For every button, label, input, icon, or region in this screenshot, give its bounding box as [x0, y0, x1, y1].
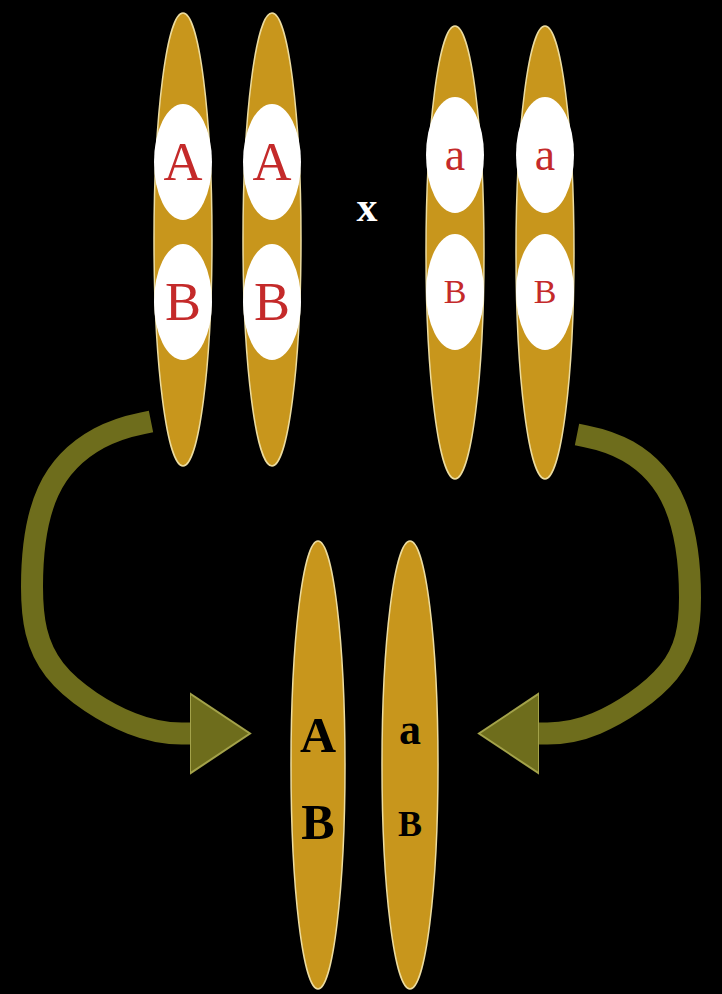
- chromosome-body: [291, 541, 345, 989]
- chromosome-shape: [425, 25, 485, 480]
- gene-locus: [154, 244, 212, 360]
- chromosome-body: [516, 26, 574, 479]
- chromosome: aB: [425, 25, 485, 480]
- chromosome-shape: [515, 25, 575, 480]
- chromosome-shape: [153, 12, 213, 467]
- chromosome-body: [426, 26, 484, 479]
- allele-letter: A: [290, 710, 346, 760]
- chromosome: AB: [290, 540, 346, 990]
- allele-letter: A: [242, 135, 302, 189]
- allele-letter: B: [242, 275, 302, 329]
- chromosome: AB: [153, 12, 213, 467]
- allele-letter: a: [515, 132, 575, 178]
- chromosome-shape: [290, 540, 346, 990]
- allele-letter: B: [381, 806, 439, 842]
- gene-locus: [243, 104, 301, 220]
- chromosome-shape: [381, 540, 439, 990]
- allele-letter: B: [153, 275, 213, 329]
- gene-locus: [516, 97, 574, 213]
- allele-letter: a: [425, 132, 485, 178]
- allele-letter: a: [381, 708, 439, 752]
- chromosome-body: [243, 13, 301, 466]
- gene-locus: [426, 234, 484, 350]
- chromosome: AB: [242, 12, 302, 467]
- inheritance-arrow: [32, 422, 190, 734]
- inheritance-arrow: [539, 435, 690, 734]
- allele-letter: B: [425, 275, 485, 309]
- gene-locus: [154, 104, 212, 220]
- chromosome-shape: [242, 12, 302, 467]
- gene-locus: [243, 244, 301, 360]
- chromosome: aB: [515, 25, 575, 480]
- gene-locus: [516, 234, 574, 350]
- chromosome: aB: [381, 540, 439, 990]
- allele-letter: B: [515, 275, 575, 309]
- chromosome-body: [154, 13, 212, 466]
- cross-sign: x: [357, 186, 378, 228]
- chromosome-body: [382, 541, 438, 989]
- gene-locus: [426, 97, 484, 213]
- allele-letter: B: [290, 797, 346, 847]
- allele-letter: A: [153, 135, 213, 189]
